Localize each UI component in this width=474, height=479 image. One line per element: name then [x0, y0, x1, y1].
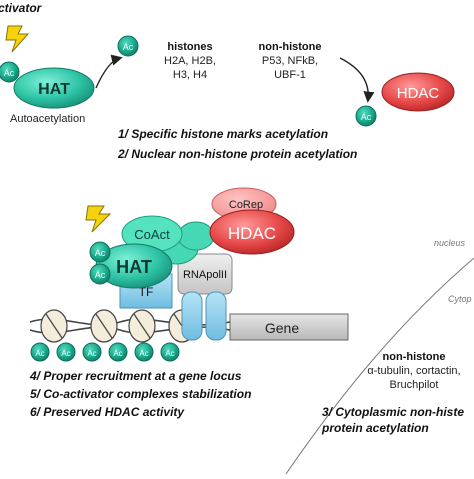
cyto-nonhistone-title: non-histone — [383, 351, 446, 363]
rnapol-leg-left — [181, 291, 203, 341]
ac-label-nucleosome: Ac — [35, 349, 44, 358]
cyto-nonhistone-line1: α-tubulin, cortactin, — [367, 365, 460, 377]
tf-label: TF — [139, 285, 154, 299]
arrow-hat-to-ac — [95, 54, 123, 89]
nonhistone-line1: P53, NFkB, — [262, 55, 318, 67]
ac-badge-nucleosome — [160, 342, 180, 362]
ac-badge-free — [117, 35, 139, 57]
ac-label-complex-1: Ac — [95, 248, 106, 258]
nuclear-membrane-line — [285, 257, 474, 475]
point-3-line1: 3/ Cytoplasmic non-histe — [322, 405, 464, 419]
activator-label: ctivator — [0, 1, 43, 15]
cyto-nonhistone-line2: Bruchpilot — [390, 379, 439, 391]
histones-line2: H3, H4 — [173, 69, 207, 81]
hdac-label-top: HDAC — [397, 85, 440, 102]
ac-label-nucleosome: Ac — [113, 349, 122, 358]
hdac-label-complex: HDAC — [228, 224, 276, 243]
ac-badge-nucleosome — [56, 342, 76, 362]
rnapol-leg-right — [205, 291, 227, 341]
coactivator-blob — [177, 221, 215, 251]
ac-label-free: Ac — [123, 42, 134, 52]
nucleus-label: nucleus — [434, 238, 466, 248]
point-6: 6/ Preserved HDAC activity — [30, 405, 185, 419]
ac-badge-nucleosome — [134, 342, 154, 362]
gene-label: Gene — [265, 320, 299, 336]
ac-badge-complex-1 — [89, 241, 111, 263]
ac-label-nucleosome: Ac — [61, 349, 70, 358]
lightning-icon — [5, 25, 30, 53]
autoacetylation-label: Autoacetylation — [10, 113, 85, 125]
ac-badge-complex-2 — [89, 263, 111, 285]
ac-label-auto: Ac — [4, 68, 15, 78]
nonhistone-title: non-histone — [259, 41, 322, 53]
nucleosome-row — [40, 309, 196, 343]
point-2: 2/ Nuclear non-histone protein acetylati… — [117, 147, 357, 161]
ac-label-nucleosome: Ac — [87, 349, 96, 358]
point-4: 4/ Proper recruitment at a gene locus — [29, 369, 242, 383]
nucleosome-ac-marks: Ac Ac Ac Ac Ac Ac — [30, 342, 180, 362]
cytoplasm-label: Cytop — [448, 294, 472, 304]
point-5: 5/ Co-activator complexes stabilization — [30, 387, 251, 401]
hdac-enzyme-complex — [209, 209, 295, 255]
ac-badge-nucleosome — [30, 342, 50, 362]
ac-badge-auto — [0, 61, 20, 83]
rnapol-ii-label: RNApolII — [183, 269, 227, 281]
lightning-icon-complex — [85, 205, 112, 233]
hat-label-complex: HAT — [116, 257, 152, 277]
ac-badge-nucleosome — [82, 342, 102, 362]
point-3-line2: protein acetylation — [321, 421, 429, 435]
corep-label: CoRep — [229, 199, 263, 211]
arrow-to-hdac — [339, 57, 375, 103]
nonhistone-line2: UBF-1 — [274, 69, 306, 81]
gene-bar — [229, 313, 349, 341]
ac-badge-nucleosome — [108, 342, 128, 362]
ac-label-nucleosome: Ac — [165, 349, 174, 358]
point-1: 1/ Specific histone marks acetylation — [118, 127, 328, 141]
histones-line1: H2A, H2B, — [164, 55, 216, 67]
hat-label-top: HAT — [38, 81, 70, 98]
coact-label: CoAct — [134, 227, 170, 242]
rnapol-ii-block — [177, 253, 233, 295]
ac-label-nucleosome: Ac — [139, 349, 148, 358]
ac-label-complex-2: Ac — [95, 270, 106, 280]
hat-enzyme-top — [13, 67, 95, 109]
histones-title: histones — [167, 41, 212, 53]
ac-label-released: Ac — [361, 112, 372, 122]
ac-badge-released — [355, 105, 377, 127]
hdac-enzyme-top — [381, 72, 455, 112]
